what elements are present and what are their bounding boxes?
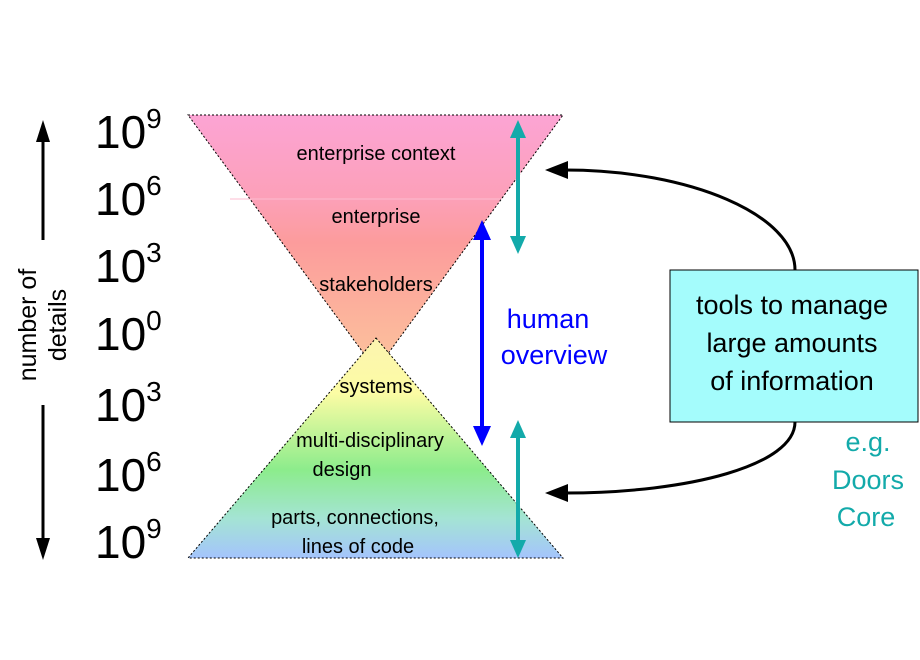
axis-arrow — [36, 120, 50, 560]
level-enterprise-context: enterprise context — [297, 143, 456, 165]
upper-triangle — [187, 114, 564, 371]
level-parts-line2: lines of code — [302, 536, 414, 558]
scale-label-5: 103 — [95, 376, 162, 431]
level-stakeholders: stakeholders — [319, 274, 432, 296]
lower-triangle — [186, 337, 565, 559]
example-line1: e.g. — [845, 427, 890, 457]
upper-teal-arrow — [510, 120, 526, 254]
level-parts-line1: parts, connections, — [271, 507, 439, 529]
level-design-line2: design — [313, 459, 372, 481]
scale-labels: 109 106 103 100 103 106 109 — [95, 103, 162, 568]
scale-label-4: 100 — [95, 305, 162, 360]
level-systems: systems — [339, 376, 412, 398]
level-enterprise: enterprise — [332, 206, 421, 228]
curved-arrow-lower — [564, 421, 797, 495]
example-line3: Core — [837, 502, 896, 532]
curved-arrow-lower-head — [545, 484, 568, 502]
curved-arrow-upper-head — [545, 161, 568, 179]
level-design-line1: multi-disciplinary — [296, 430, 444, 452]
human-overview-line2: overview — [501, 340, 608, 370]
human-overview-line1: human — [507, 304, 590, 334]
tools-box-line1: tools to manage — [696, 290, 888, 320]
tools-box-line3: of information — [710, 366, 874, 396]
axis-label-line2: details — [44, 289, 72, 361]
example-line2: Doors — [832, 465, 904, 495]
curved-arrow-upper — [564, 168, 797, 271]
human-overview-arrow — [473, 220, 491, 446]
tools-box — [669, 269, 919, 423]
scale-label-2: 106 — [95, 170, 162, 225]
axis-label-line1: number of — [14, 269, 42, 382]
lower-teal-arrow — [510, 420, 526, 558]
tools-box-line2: large amounts — [706, 328, 877, 358]
axis-label: number of details — [14, 269, 72, 382]
scale-label-6: 106 — [95, 446, 162, 501]
scale-label-3: 103 — [95, 237, 162, 292]
scale-label-7: 109 — [95, 513, 162, 568]
scale-label-1: 109 — [95, 103, 162, 158]
